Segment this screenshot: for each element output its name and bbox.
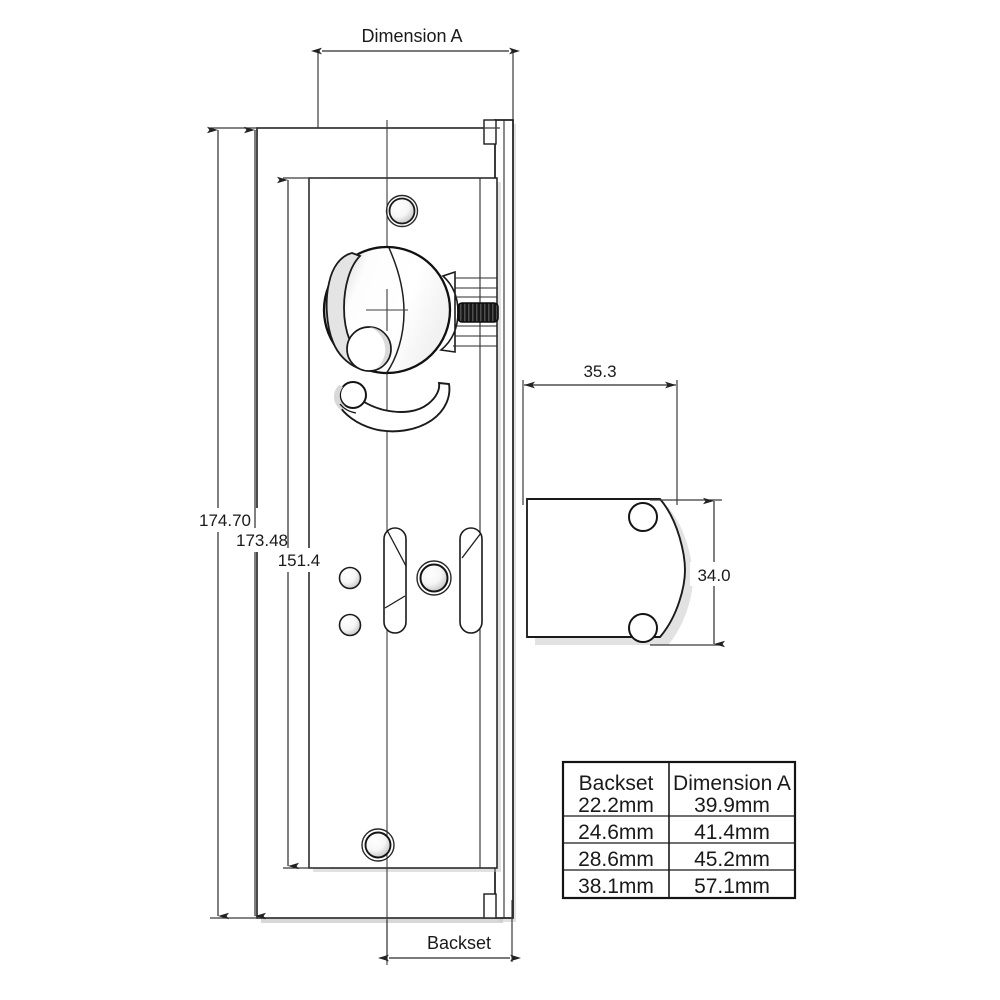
table-cell-backset-1: 24.6mm — [578, 821, 654, 844]
dim-35-3-label: 35.3 — [583, 362, 616, 381]
lower-fixings-group — [338, 527, 483, 637]
table-cell-dimension-0: 39.9mm — [694, 794, 770, 817]
table-header-backset: Backset — [579, 772, 654, 795]
table-cell-dimension-1: 41.4mm — [694, 821, 770, 844]
dim-173-48-label: 173.48 — [236, 531, 288, 550]
latch-knob-shade — [333, 385, 345, 410]
adjust-slot-right-hatch-1 — [461, 532, 482, 559]
adjust-slot-left-hatch-1 — [386, 529, 407, 567]
faceplate-top-lip — [483, 119, 497, 145]
latch-knob-circle — [339, 381, 367, 409]
knurled-bolt-group — [453, 277, 499, 347]
table-cell-backset-2: 28.6mm — [578, 848, 654, 871]
dim-151-4-label-mask — [268, 548, 330, 572]
knurled-bolt-shank — [457, 302, 499, 323]
upper-hole-bore — [388, 197, 416, 225]
bottom-hole-bore — [364, 831, 392, 859]
faceplate-bottom-lip — [483, 893, 497, 919]
adjust-slot-left-hatch-2 — [384, 595, 406, 609]
adjust-slot-right — [459, 527, 483, 634]
backset-dimension-table: Backset Dimension A 22.2mm 39.9mm 24.6mm… — [561, 760, 797, 900]
hub-inner-arc — [385, 247, 405, 375]
hub-follower-shade — [369, 327, 391, 370]
adjust-slot-left — [383, 527, 407, 634]
hub-crescent-shade — [325, 252, 368, 370]
latch-knob-seat-line — [339, 403, 357, 414]
dim-34-0-label: 34.0 — [697, 566, 730, 585]
table-header-dimension-a: Dimension A — [673, 772, 791, 795]
table-cell-dimension-2: 45.2mm — [694, 848, 770, 871]
dimension-a-group: Dimension A — [311, 26, 520, 132]
strike-plate-group — [526, 498, 693, 645]
hub-follower-hole — [346, 326, 392, 372]
hook-latch-arm — [333, 381, 451, 433]
dimension-151-4-group: 151.4 — [268, 176, 330, 870]
faceplate-group — [483, 119, 516, 922]
small-hole-lower — [338, 613, 362, 637]
upper-hole-outer-ring — [385, 194, 419, 228]
dimension-backset-group: Backset — [378, 900, 521, 962]
bottom-fixing-hole — [361, 828, 395, 862]
center-hole-ring — [416, 560, 452, 596]
table-cell-backset-0: 22.2mm — [578, 794, 654, 817]
strike-hole-upper — [628, 502, 658, 532]
dimension-35-3-group: 35.3 — [522, 362, 678, 505]
table-cell-dimension-3: 57.1mm — [694, 875, 770, 898]
dim-151-4-label: 151.4 — [278, 551, 321, 570]
table-border — [561, 760, 797, 900]
upper-fixing-hole — [385, 194, 419, 228]
strike-plate-body — [526, 498, 686, 638]
table-cell-backset-3: 38.1mm — [578, 875, 654, 898]
small-hole-upper — [338, 566, 362, 590]
dim-34-0-label-mask — [690, 562, 738, 586]
dim-174-70-label: 174.70 — [199, 511, 251, 530]
dimension-a-label: Dimension A — [361, 26, 462, 46]
deadbolt-hub-assembly — [322, 245, 459, 375]
strike-hole-lower — [628, 613, 658, 643]
backset-label: Backset — [427, 933, 491, 953]
bottom-hole-ring — [361, 828, 395, 862]
dimension-34-0-group: 34.0 — [650, 497, 738, 648]
center-hole-bore — [419, 563, 449, 593]
